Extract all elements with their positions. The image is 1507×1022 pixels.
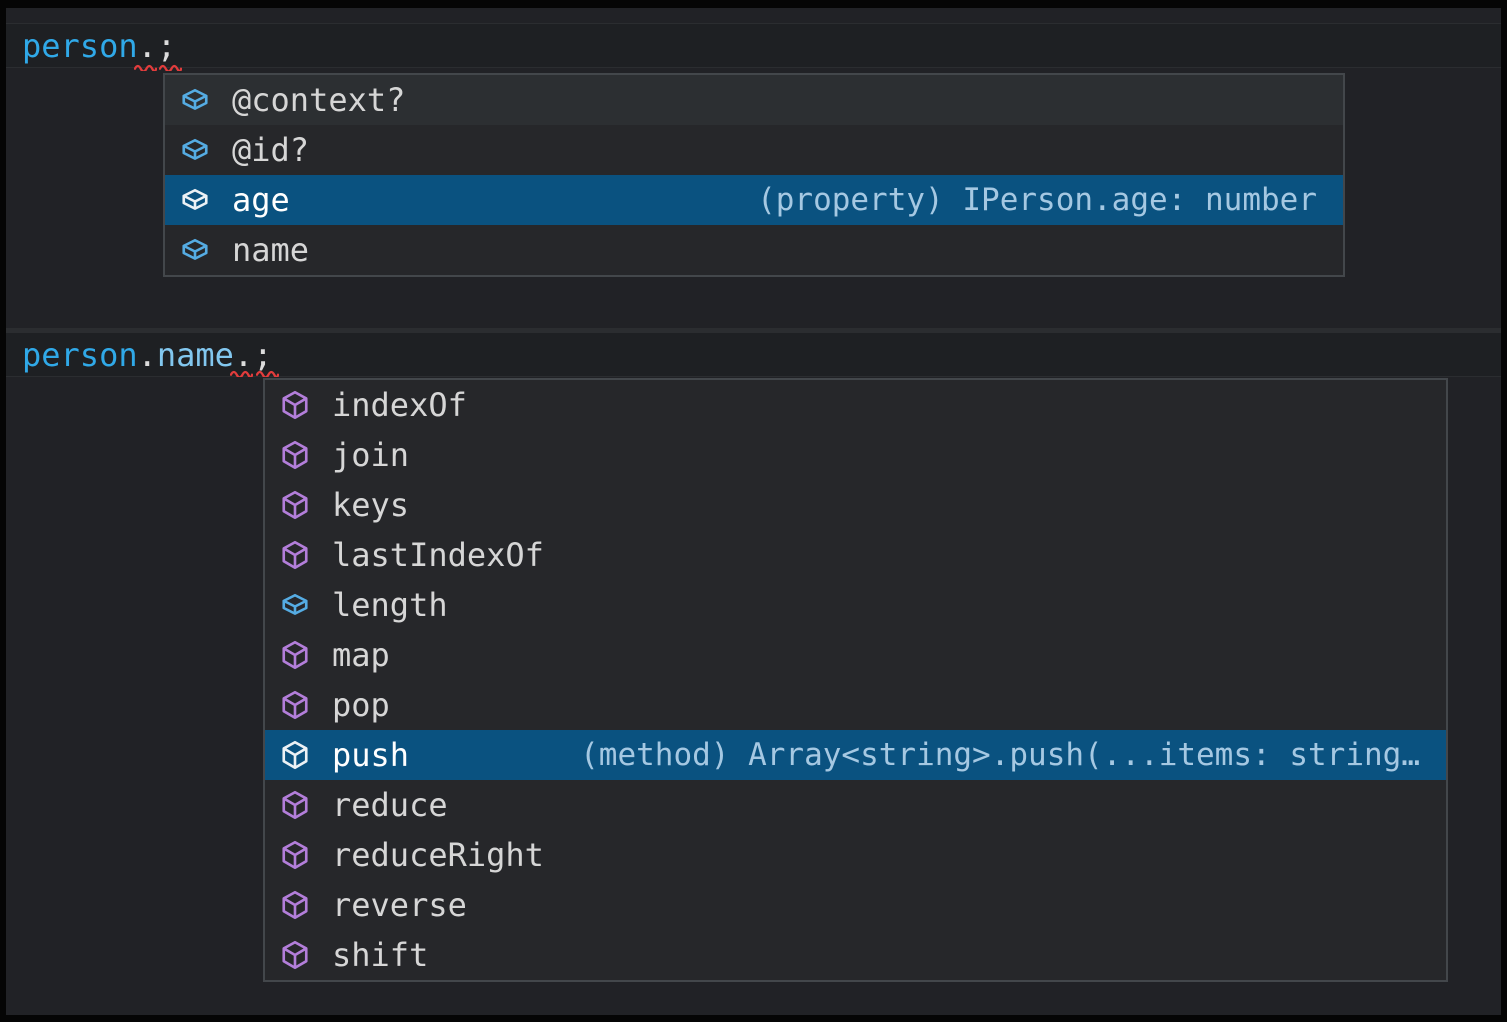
- symbol-field-icon: [180, 235, 210, 265]
- completion-item-map[interactable]: map: [265, 630, 1446, 680]
- completion-label: reverse: [332, 886, 467, 924]
- symbol-field-icon: [280, 590, 310, 620]
- completion-item-context[interactable]: @context?: [165, 75, 1343, 125]
- symbol-method-icon: [280, 390, 310, 420]
- completion-label: age: [232, 181, 290, 219]
- code-token: name: [157, 336, 234, 374]
- symbol-method-icon: [280, 690, 310, 720]
- completion-item-id[interactable]: @id?: [165, 125, 1343, 175]
- code-token: .: [138, 27, 157, 65]
- completion-item-name[interactable]: name: [165, 225, 1343, 275]
- error-squiggle: [230, 368, 253, 377]
- code-token: person: [22, 336, 138, 374]
- symbol-method-icon: [280, 490, 310, 520]
- symbol-method-icon: [280, 790, 310, 820]
- completion-label: pop: [332, 686, 390, 724]
- code-token: .: [138, 336, 157, 374]
- symbol-method-icon: [280, 840, 310, 870]
- symbol-field-icon: [180, 135, 210, 165]
- completion-label: push: [332, 736, 409, 774]
- completion-item-pop[interactable]: pop: [265, 680, 1446, 730]
- symbol-method-icon: [280, 540, 310, 570]
- intellisense-popup-string: indexOf join keys lastIndexOf length map: [263, 378, 1448, 982]
- symbol-field-icon: [280, 590, 310, 620]
- symbol-method-icon: [280, 540, 310, 570]
- symbol-method-icon: [280, 940, 310, 970]
- completion-label: shift: [332, 936, 428, 974]
- completion-item-reduceright[interactable]: reduceRight: [265, 830, 1446, 880]
- symbol-method-icon: [280, 440, 310, 470]
- completion-item-keys[interactable]: keys: [265, 480, 1446, 530]
- code-line-1[interactable]: person.;: [6, 23, 1501, 68]
- completion-item-join[interactable]: join: [265, 430, 1446, 480]
- symbol-field-icon: [180, 185, 210, 215]
- completion-detail: (property) IPerson.age: number: [757, 182, 1317, 218]
- symbol-method-icon: [280, 640, 310, 670]
- completion-detail: (method) Array<string>.push(...items: st…: [580, 737, 1420, 773]
- intellisense-popup-person: @context? @id? age (property) IPerson.ag…: [163, 73, 1345, 277]
- error-squiggle: [256, 368, 279, 377]
- symbol-field-icon: [180, 235, 210, 265]
- symbol-field-icon: [180, 185, 210, 215]
- completion-label: lastIndexOf: [332, 536, 544, 574]
- symbol-method-icon: [280, 890, 310, 920]
- symbol-method-icon: [280, 640, 310, 670]
- symbol-field-icon: [180, 85, 210, 115]
- completion-label: length: [332, 586, 448, 624]
- symbol-method-icon: [280, 490, 310, 520]
- code-editor[interactable]: person.; @context? @id? age (property) I…: [6, 8, 1501, 1015]
- completion-item-lastindexof[interactable]: lastIndexOf: [265, 530, 1446, 580]
- symbol-method-icon: [280, 390, 310, 420]
- completion-item-length[interactable]: length: [265, 580, 1446, 630]
- symbol-method-icon: [280, 890, 310, 920]
- symbol-method-icon: [280, 740, 310, 770]
- completion-label: name: [232, 231, 309, 269]
- symbol-field-icon: [180, 85, 210, 115]
- completion-item-shift[interactable]: shift: [265, 930, 1446, 980]
- completion-label: @id?: [232, 131, 309, 169]
- symbol-method-icon: [280, 790, 310, 820]
- completion-item-push[interactable]: push (method) Array<string>.push(...item…: [265, 730, 1446, 780]
- completion-label: reduce: [332, 786, 448, 824]
- symbol-method-icon: [280, 440, 310, 470]
- symbol-field-icon: [180, 135, 210, 165]
- completion-label: map: [332, 636, 390, 674]
- error-squiggle: [159, 62, 182, 71]
- completion-label: join: [332, 436, 409, 474]
- symbol-method-icon: [280, 690, 310, 720]
- code-token: ;: [157, 27, 176, 65]
- completion-item-reverse[interactable]: reverse: [265, 880, 1446, 930]
- symbol-method-icon: [280, 840, 310, 870]
- completion-item-reduce[interactable]: reduce: [265, 780, 1446, 830]
- code-token: person: [22, 27, 138, 65]
- completion-label: keys: [332, 486, 409, 524]
- symbol-method-icon: [280, 940, 310, 970]
- completion-item-age[interactable]: age (property) IPerson.age: number: [165, 175, 1343, 225]
- completion-label: @context?: [232, 81, 405, 119]
- completion-item-indexof[interactable]: indexOf: [265, 380, 1446, 430]
- completion-label: reduceRight: [332, 836, 544, 874]
- symbol-method-icon: [280, 740, 310, 770]
- completion-label: indexOf: [332, 386, 467, 424]
- error-squiggle: [134, 62, 157, 71]
